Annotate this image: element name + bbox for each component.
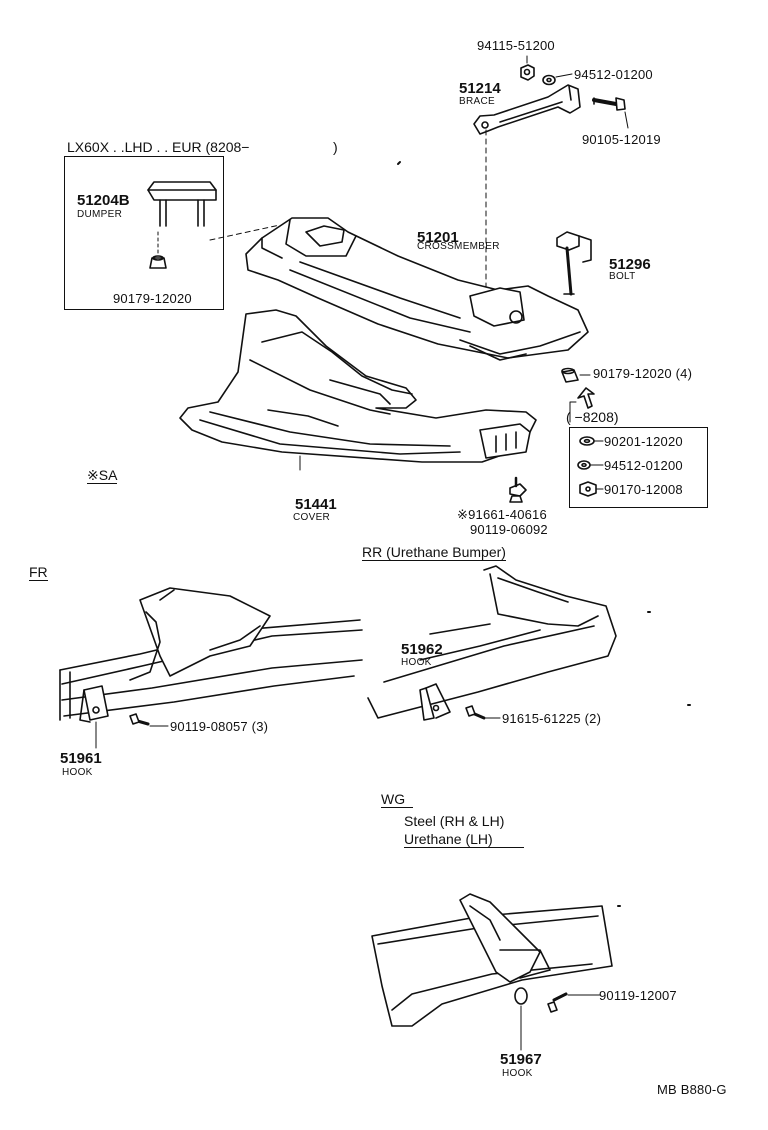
- label-94512-01200-b: 94512-01200: [604, 458, 683, 473]
- dumper-box-header-close: ): [333, 139, 338, 155]
- bolt-51296-icon: [556, 231, 592, 296]
- label-fr-hook-name: HOOK: [62, 767, 93, 778]
- label-90119-06092: 90119-06092: [470, 522, 548, 537]
- range-box-header: ( −8208): [566, 409, 619, 425]
- label-91615-61225: 91615-61225 (2): [502, 711, 602, 726]
- wg-bumper-drawing: [371, 893, 613, 1027]
- label-fr-hook-number: 51961: [60, 750, 102, 767]
- label-90119-08057: 90119-08057 (3): [170, 719, 269, 734]
- label-90179-12020-4: 90179-12020 (4): [593, 366, 693, 381]
- label-wg-steel: Steel (RH & LH): [404, 813, 505, 829]
- label-sa: ※SA: [87, 467, 118, 484]
- label-90170-12008: 90170-12008: [604, 482, 683, 497]
- label-90201-12020: 90201-12020: [604, 434, 683, 449]
- label-rr-hook-name: HOOK: [401, 657, 432, 668]
- label-94115-51200: 94115-51200: [477, 38, 555, 53]
- label-crossmember-name: CROSSMEMBER: [417, 241, 500, 252]
- label-rr: RR (Urethane Bumper): [362, 544, 506, 561]
- label-dumper-number: 51204B: [77, 192, 130, 209]
- nut-94115-icon: [520, 64, 535, 81]
- rr-bumper-drawing: [367, 565, 617, 721]
- rr-bolt-icon: [465, 705, 486, 720]
- nut-90170-icon: [579, 481, 597, 497]
- nut-90179-4-icon: [561, 367, 579, 383]
- cover-51441: [179, 309, 537, 471]
- label-bolt-number: 51296: [609, 256, 651, 273]
- dumper-range-box: [64, 156, 224, 310]
- bolt-90105-icon: [592, 97, 626, 111]
- dumper-box-header: LX60X . .LHD . . EUR (8208−: [67, 139, 250, 155]
- label-fr: FR: [29, 564, 48, 581]
- fr-bumper-drawing: [59, 587, 363, 723]
- dumper-51204b: [147, 181, 217, 227]
- label-cover-name: COVER: [293, 512, 331, 523]
- label-wg: WG: [381, 792, 413, 808]
- nut-90179-icon: [149, 255, 167, 269]
- label-brace-name: BRACE: [459, 96, 495, 107]
- label-wg-urethane: Urethane (LH): [404, 832, 524, 848]
- pre-8208-box: [569, 427, 708, 508]
- label-90105-12019: 90105-12019: [582, 132, 661, 147]
- label-rr-hook-number: 51962: [401, 641, 443, 658]
- wg-bolt-icon: [547, 992, 568, 1013]
- label-90179-12020: 90179-12020: [113, 291, 192, 306]
- label-91661-40616: ※91661-40616: [457, 507, 547, 522]
- arrow-icon: [577, 387, 595, 409]
- crossmember-51201: [245, 217, 589, 361]
- label-cover-number: 51441: [295, 496, 337, 513]
- label-brace-number: 51214: [459, 80, 501, 97]
- label-94512-01200: 94512-01200: [574, 67, 653, 82]
- label-wg-hook-number: 51967: [500, 1051, 542, 1068]
- bolt-91661-icon: [509, 476, 527, 503]
- label-wg-hook-name: HOOK: [502, 1068, 533, 1079]
- label-dumper-name: DUMPER: [77, 209, 123, 220]
- fr-bolt-icon: [129, 713, 150, 726]
- brace-51214: [473, 84, 581, 135]
- washer-94512-b-icon: [577, 460, 591, 470]
- label-crossmember-number: 51201: [417, 229, 459, 246]
- label-bolt-name: BOLT: [609, 271, 636, 282]
- washer-94512-icon: [542, 74, 556, 86]
- diagram-code: MB B880-G: [657, 1082, 727, 1097]
- label-90119-12007: 90119-12007: [599, 988, 677, 1003]
